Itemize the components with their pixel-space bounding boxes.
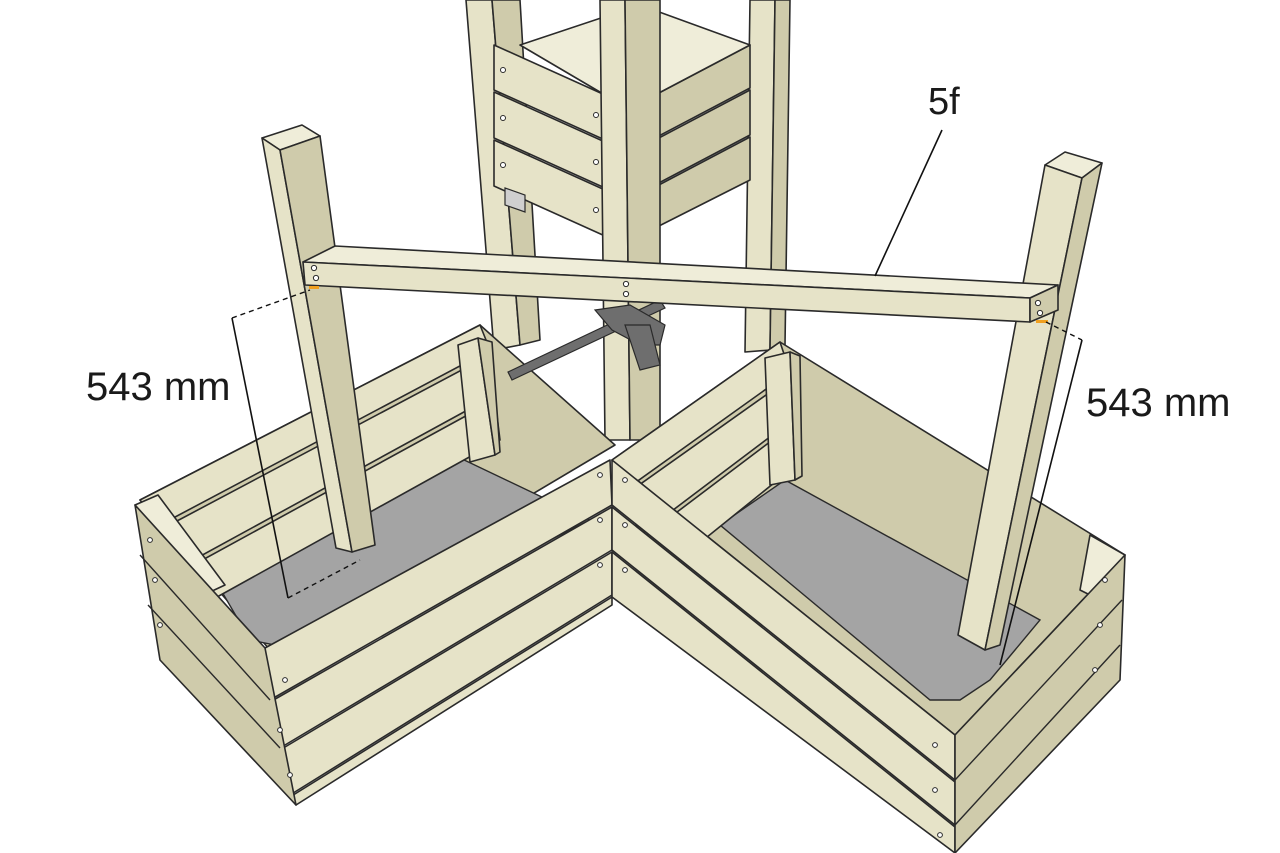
leader-line-5f <box>874 129 943 277</box>
cross-beam-5f <box>302 245 1059 323</box>
alignment-mark-left <box>309 286 319 289</box>
alignment-mark-right <box>1036 320 1048 323</box>
part-label-5f: 5f <box>928 81 960 123</box>
bar-clamp <box>507 299 666 381</box>
left-post <box>261 124 376 553</box>
dimension-left <box>231 289 361 599</box>
dimension-right <box>999 321 1083 666</box>
dimension-label-right: 543 mm <box>1086 381 1231 425</box>
dimension-label-left: 543 mm <box>86 365 231 409</box>
